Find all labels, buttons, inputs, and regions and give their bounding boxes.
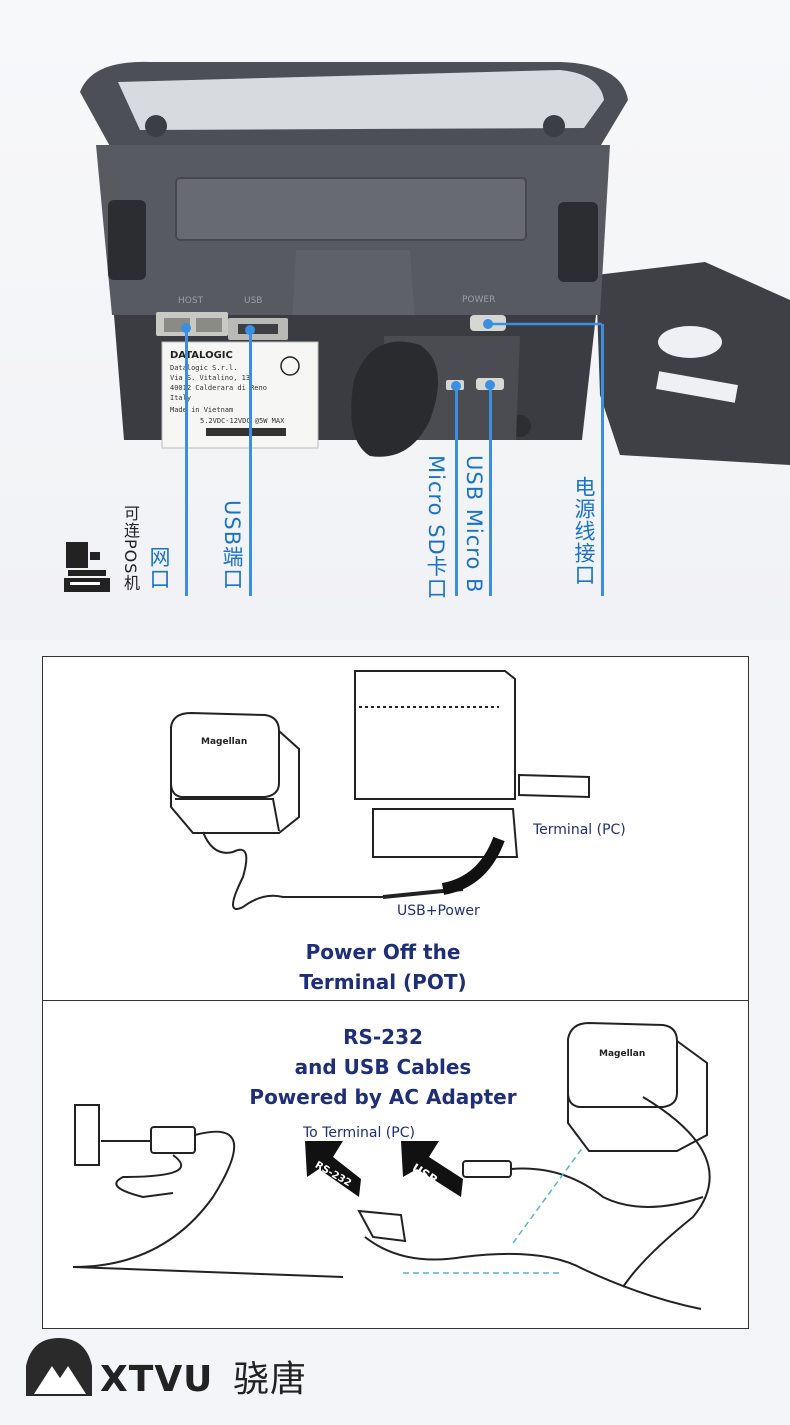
ac-adapter: [150, 1126, 196, 1154]
to-terminal-label: To Terminal (PC): [303, 1125, 415, 1141]
usb-port-tag: USB: [244, 296, 262, 306]
network-port-label: 网口: [147, 546, 171, 590]
ac-title-line3: Powered by AC Adapter: [249, 1085, 517, 1109]
footer-brand-en: XTVU: [100, 1359, 214, 1400]
scanner-top-panel: [170, 711, 280, 798]
power-port-tag: POWER: [462, 295, 495, 305]
xtvu-mountain-logo-icon: [26, 1338, 92, 1396]
svg-text:Italy: Italy: [170, 394, 191, 402]
scanner-brand-top: Magellan: [201, 737, 248, 747]
mounting-bracket: [596, 262, 790, 465]
svg-text:5.2VDC-12VDC @5W MAX: 5.2VDC-12VDC @5W MAX: [200, 417, 285, 425]
wall-outlet: [74, 1104, 100, 1166]
usb-arrow-shape: [401, 1141, 463, 1197]
product-photo: HOST USB POWER DATALOGIC Datalogic S.r.l…: [0, 0, 790, 640]
terminal-pc-monitor: [354, 670, 516, 800]
usb-micro-b-label: USB Micro B: [462, 455, 486, 594]
rs232-arrow-shape: [305, 1141, 361, 1197]
scanner-rear-illustration: HOST USB POWER DATALOGIC Datalogic S.r.l…: [80, 61, 790, 465]
ac-adapter-title: RS-232 and USB Cables Powered by AC Adap…: [213, 1022, 553, 1112]
ac-title-line2: and USB Cables: [294, 1055, 472, 1079]
connection-diagram: Magellan Terminal (PC) USB+Power Power O…: [42, 656, 749, 1329]
rs232-connector: [357, 1209, 407, 1243]
terminal-pc-keyboard: [518, 773, 590, 799]
scanner-bottom-panel: [567, 1021, 678, 1108]
wiring-illustration: [72, 670, 711, 1310]
svg-text:Via S. Vitalino, 13: Via S. Vitalino, 13: [170, 374, 250, 382]
panel-divider: [42, 1000, 749, 1001]
footer-brand-cn: 骁唐: [232, 1359, 307, 1400]
pot-title-line1: Power Off the: [305, 940, 461, 964]
pot-title: Power Off the Terminal (POT): [243, 937, 523, 997]
pos-terminal-icon: [64, 542, 110, 592]
usb-port-label: USB端口: [220, 500, 244, 591]
pos-compatibility-note: 可连POS机: [121, 505, 140, 592]
svg-text:40012 Calderara di Reno: 40012 Calderara di Reno: [170, 384, 267, 392]
power-port-label: 电源线接口: [572, 476, 596, 586]
footer-brand: XTVU 骁唐: [100, 1350, 307, 1402]
terminal-pc-base: [372, 808, 519, 858]
host-port-tag: HOST: [178, 296, 204, 306]
svg-text:Made in Vietnam: Made in Vietnam: [170, 406, 233, 414]
label-brand: DATALOGIC: [170, 350, 233, 361]
scanner-brand-bottom: Magellan: [599, 1049, 646, 1059]
ac-title-line1: RS-232: [343, 1025, 423, 1049]
terminal-label: Terminal (PC): [533, 822, 626, 838]
usb-plug: [462, 1160, 512, 1178]
pot-title-line2: Terminal (POT): [299, 970, 467, 994]
rubber-port-cover: [351, 341, 438, 457]
svg-text:Datalogic S.r.l.: Datalogic S.r.l.: [170, 364, 237, 372]
micro-sd-label: Micro SD卡口: [424, 455, 448, 600]
cable-label: USB+Power: [397, 903, 480, 919]
